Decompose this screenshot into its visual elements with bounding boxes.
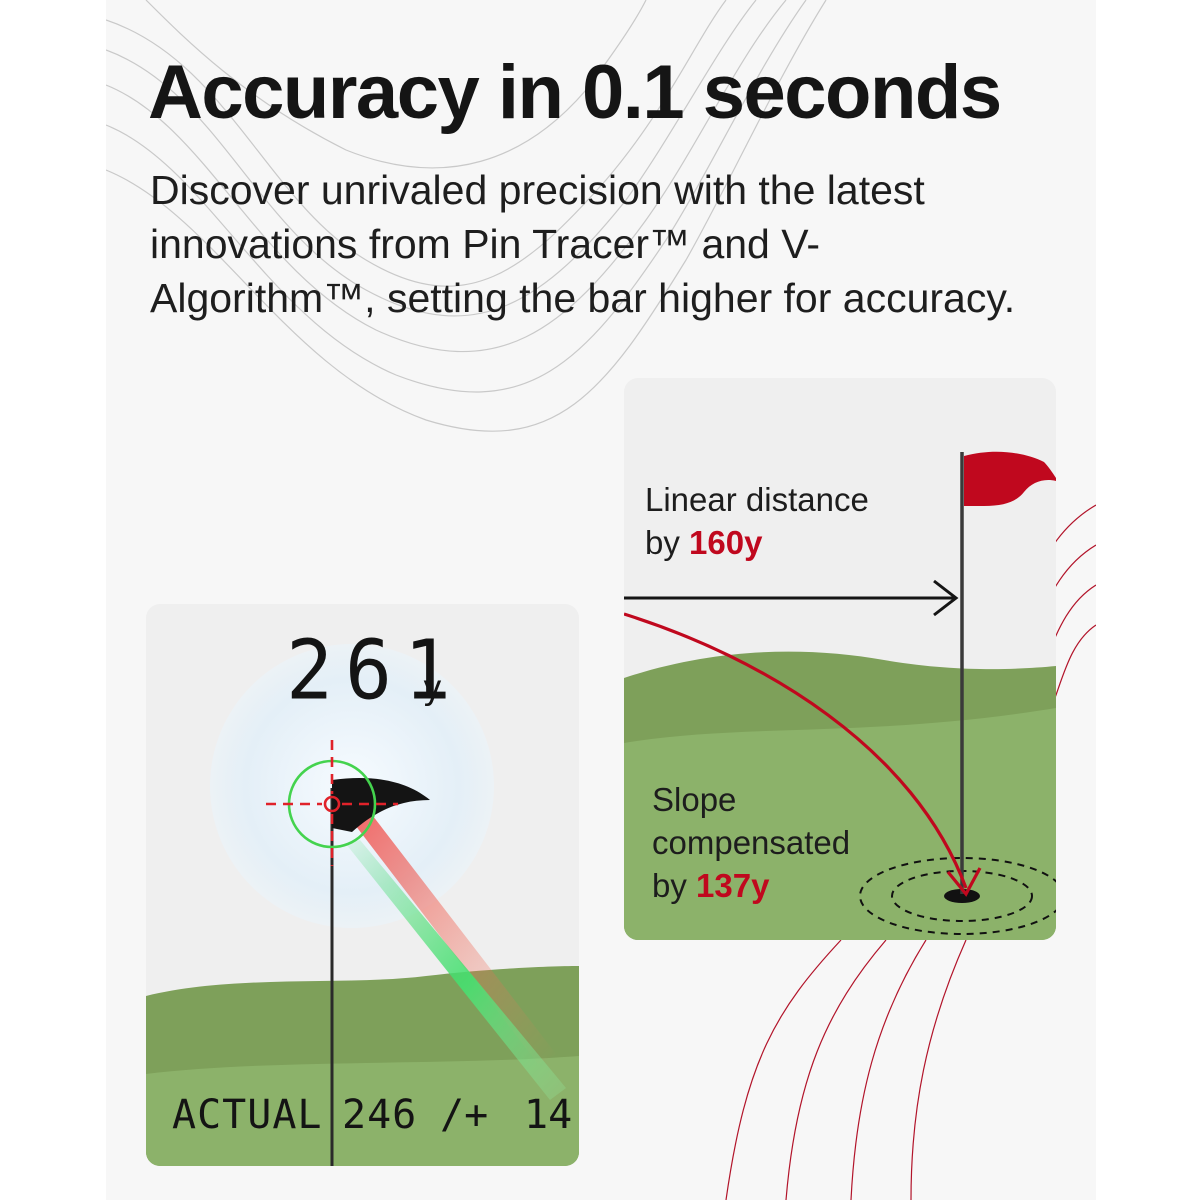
- rangefinder-view-card: 261 y ACTUAL 246 /+ 14: [146, 604, 579, 1166]
- linear-distance-text: Linear distance: [645, 481, 869, 518]
- headline: Accuracy in 0.1 seconds: [148, 50, 1002, 135]
- actual-label: ACTUAL: [172, 1092, 323, 1138]
- crosshair-icon: [266, 740, 398, 866]
- product-feature-panel: Accuracy in 0.1 seconds Discover unrival…: [106, 0, 1096, 1200]
- measured-distance: 261: [286, 623, 463, 719]
- laser-beam-green: [346, 840, 566, 1100]
- slope-compensated-label: Slope compensated by 137y: [652, 778, 912, 907]
- compensated-text: compensated: [652, 824, 851, 861]
- slope-compensated-value: 137y: [696, 867, 770, 904]
- contour-lines-decoration: [106, 0, 1096, 1200]
- hole-icon: [944, 889, 980, 903]
- arrow-icon: [933, 579, 959, 617]
- linear-distance-value: 160y: [689, 524, 763, 561]
- arrow-icon: [946, 867, 982, 897]
- slope-text: Slope: [652, 781, 737, 818]
- slope-separator: /+: [440, 1092, 489, 1138]
- linear-distance-label: Linear distance by 160y: [645, 478, 869, 564]
- flag-icon: [964, 451, 1056, 506]
- hill-front: [624, 708, 1056, 940]
- slope-compensation-card: Linear distance by 160y Slope compensate…: [624, 378, 1056, 940]
- intro-paragraph: Discover unrivaled precision with the la…: [150, 167, 1016, 321]
- laser-beam-red: [336, 794, 556, 1064]
- linear-by-text: by: [645, 524, 680, 561]
- actual-distance: 246: [342, 1092, 418, 1138]
- slope-by-text: by: [652, 867, 687, 904]
- slope-trajectory: [624, 612, 968, 889]
- rangefinder-illustration: [146, 644, 579, 1166]
- fairway-front: [146, 1056, 579, 1166]
- slope-difference: 14: [524, 1092, 573, 1138]
- distance-unit: y: [422, 668, 443, 708]
- slope-illustration: [624, 451, 1056, 940]
